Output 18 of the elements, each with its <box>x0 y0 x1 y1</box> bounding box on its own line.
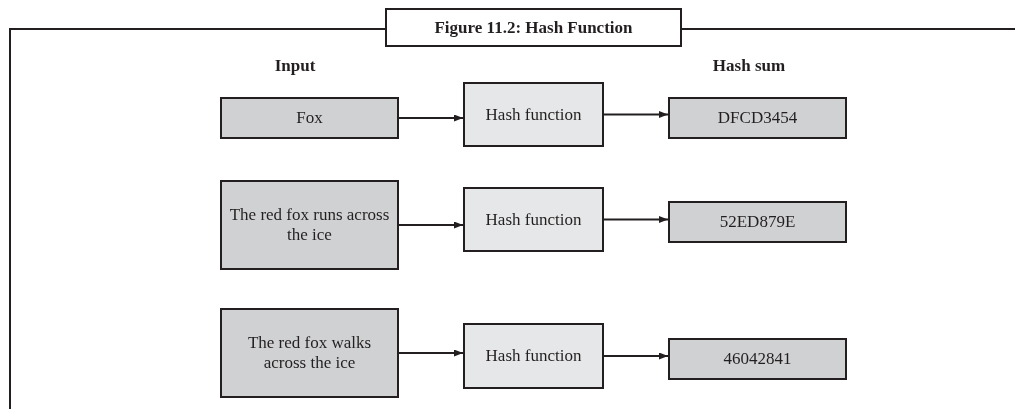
hash-sum-box: DFCD3454 <box>668 97 847 139</box>
arrow <box>603 352 669 360</box>
arrow <box>603 216 669 223</box>
arrow <box>398 349 464 357</box>
arrow <box>603 111 669 118</box>
hash-sum-box: 46042841 <box>668 338 847 380</box>
hash-function-box: Hash function <box>463 323 604 389</box>
arrow <box>398 221 464 229</box>
hash-sum-box: 52ED879E <box>668 201 847 243</box>
column-heading: Hash sum <box>712 56 786 76</box>
input-box: The red fox runs across the ice <box>220 180 399 270</box>
hash-function-box: Hash function <box>463 187 604 252</box>
hash-function-box: Hash function <box>463 82 604 147</box>
figure-title: Figure 11.2: Hash Function <box>385 8 682 47</box>
input-box: The red fox walks across the ice <box>220 308 399 398</box>
column-heading: Input <box>274 56 316 76</box>
input-box: Fox <box>220 97 399 139</box>
arrow <box>398 114 464 122</box>
